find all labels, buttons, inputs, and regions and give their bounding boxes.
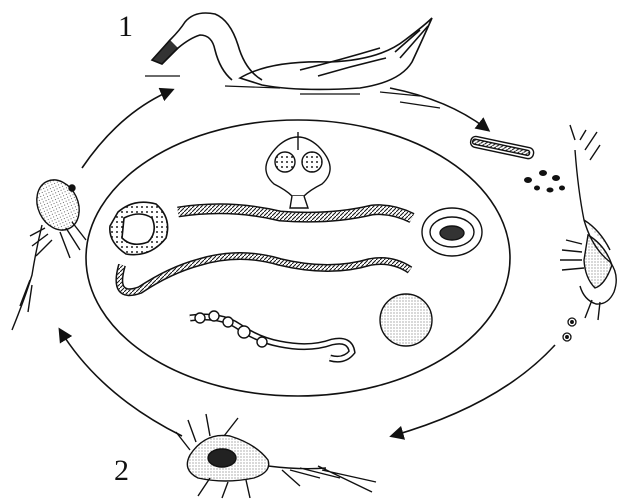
larva-chain-icon	[190, 311, 352, 359]
swan-icon	[145, 13, 440, 108]
eggs-icon	[524, 170, 565, 193]
arrow-copepod-to-swan	[82, 90, 172, 168]
larva-icon	[563, 318, 576, 341]
egg-icon	[422, 208, 482, 256]
sphere-larva-icon	[380, 294, 432, 346]
cyclops-icon	[176, 414, 376, 498]
arrow-cyclops-to-copepod	[60, 330, 182, 436]
scolex-icon	[266, 132, 330, 208]
proglottid-icon	[470, 135, 535, 159]
shrimp-icon	[560, 125, 616, 320]
host-label-2: 2	[114, 456, 129, 486]
host-label-1: 1	[118, 12, 133, 42]
copepod-icon	[12, 173, 87, 330]
cell-icon	[110, 202, 168, 254]
arrow-shrimp-to-cyclops	[392, 345, 555, 436]
